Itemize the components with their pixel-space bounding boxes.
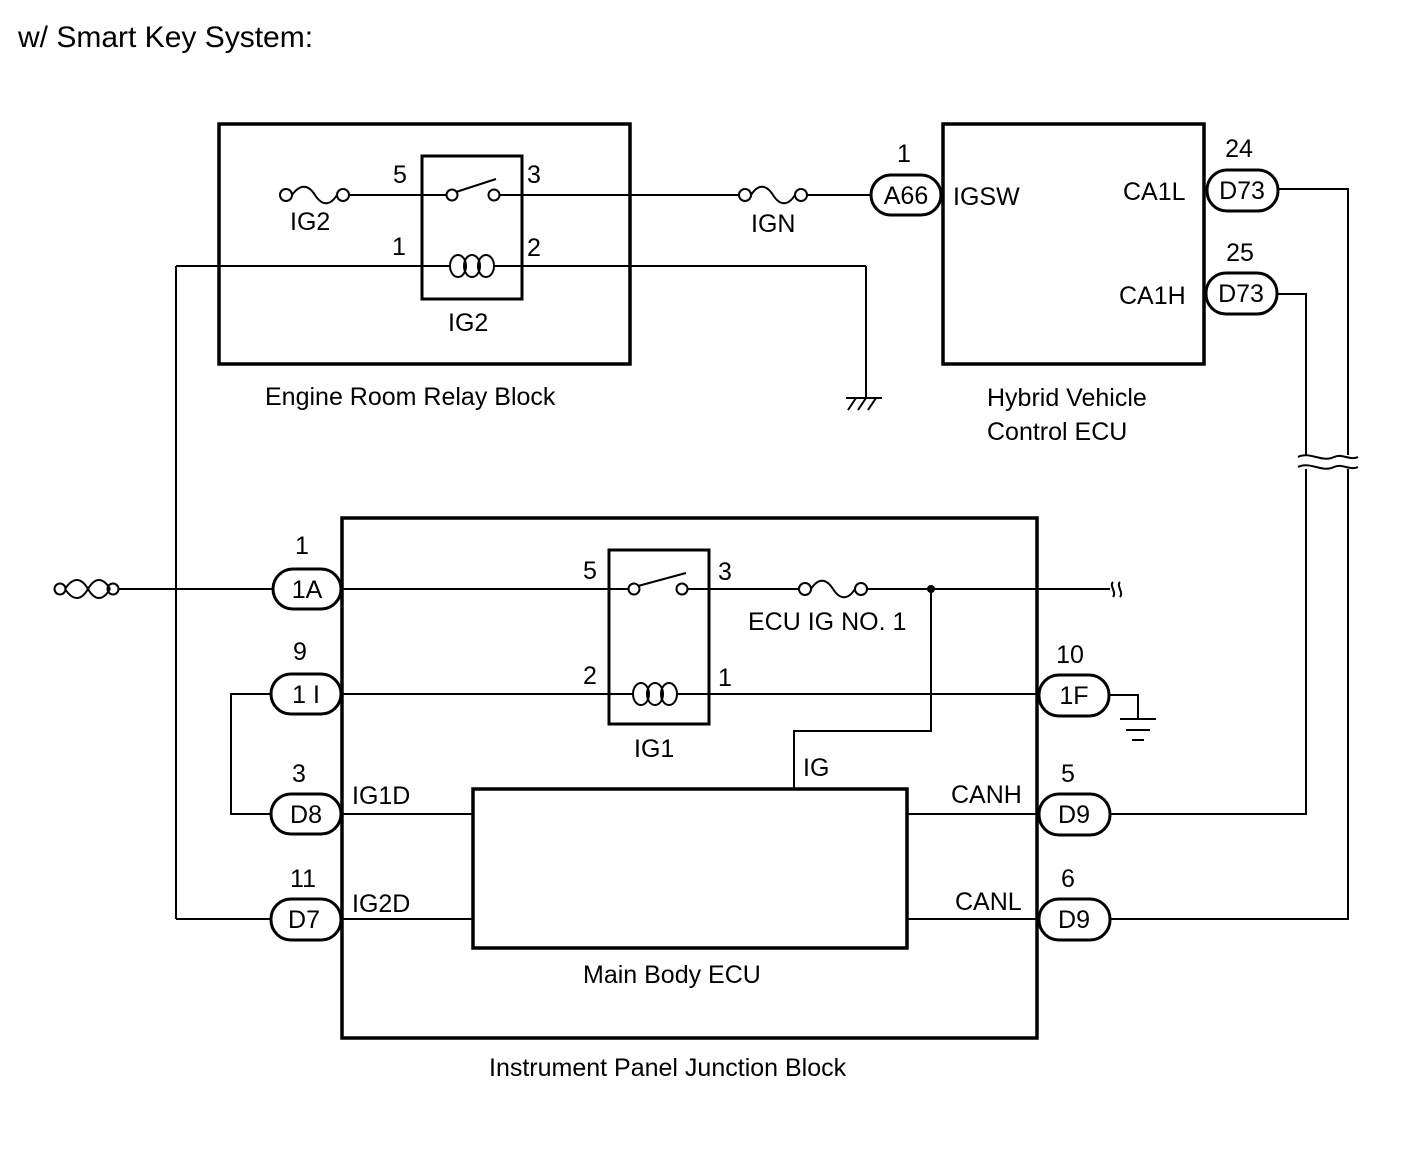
main-body-ecu [471,787,909,950]
engine-room-relay-block-label: Engine Room Relay Block [265,383,556,411]
hybrid-vehicle-control-ecu [941,122,1206,366]
diagram-title: w/ Smart Key System: [17,21,313,54]
terminal-igsw: IGSW [953,183,1020,211]
pin-label: 2 [527,234,541,262]
connector-pin: 3 [292,760,306,788]
connector-a66 [869,173,943,217]
instrument-panel-junction-block [340,516,1039,1040]
connector-id: D9 [1058,801,1090,829]
hv-ecu-label-line2: Control ECU [987,418,1127,446]
fuse-ecu-ig-no1-label: ECU IG NO. 1 [748,608,906,636]
connector-d9-6 [1037,897,1112,942]
wire [1110,469,1307,815]
connector-id: 1F [1059,682,1088,710]
fuse-ig2-label: IG2 [290,208,330,236]
connector-d9-5 [1037,792,1112,837]
terminal-ig1d: IG1D [352,782,410,810]
relay-ig1 [607,548,711,726]
supply-fuse-icon [53,579,120,599]
pin-label: 3 [527,161,541,189]
terminal-ca1h: CA1H [1119,282,1186,310]
engine-room-relay-block [217,122,632,366]
fuse-ig2-icon [279,185,350,205]
connector-id: D73 [1218,280,1264,308]
wire [1110,469,1349,920]
chassis-ground-icon [846,397,882,411]
relay-switch-icon [445,178,501,202]
ground-icon [1120,718,1156,741]
pin-label: 3 [718,558,732,586]
connector-id: D7 [288,906,320,934]
connector-pin: 11 [290,865,316,893]
connector-pin: 6 [1061,865,1075,893]
connector-id: 1 I [292,681,320,709]
connector-pin: 24 [1225,135,1253,163]
main-body-ecu-label: Main Body ECU [583,961,761,989]
connector-id: D8 [290,801,322,829]
pin-label: 2 [583,662,597,690]
connector-pin: 1 [295,532,309,560]
connector-id: A66 [884,182,928,210]
connector-pin: 10 [1056,641,1084,669]
fuse-ign-label: IGN [751,210,795,238]
connector-pin: 1 [897,140,911,168]
connector-pin: 5 [1061,760,1075,788]
fuse-ecu-ig-no1-icon [798,579,868,599]
connector-id: D9 [1058,906,1090,934]
wire [793,589,932,789]
relay-ig2-label: IG2 [448,309,488,337]
relay-coil-icon [449,254,495,278]
relay-coil-icon [632,682,678,706]
wire [230,693,271,815]
relay-ig2 [420,154,524,301]
connector-d73-24 [1205,168,1280,213]
terminal-canh: CANH [951,781,1022,809]
pin-label: 1 [718,664,732,692]
connector-id: D73 [1219,177,1265,205]
relay-switch-icon [627,572,689,596]
wire-continuation-icon [1110,581,1123,598]
pin-label: 1 [392,233,406,261]
terminal-ig2d: IG2D [352,890,410,918]
pin-label: 5 [393,161,407,189]
fuse-ign-icon [738,185,808,205]
connector-pin: 25 [1226,239,1254,267]
connector-pin: 9 [293,638,307,666]
hv-ecu-label-line1: Hybrid Vehicle [987,384,1147,412]
terminal-ig: IG [803,754,829,782]
terminal-canl: CANL [955,888,1022,916]
terminal-ca1l: CA1L [1123,178,1186,206]
wire-break-icon [1297,454,1359,470]
wire [1278,188,1349,455]
connector-id: 1A [292,576,323,604]
wire [1109,694,1139,718]
wire [1277,293,1307,455]
ip-junction-block-label: Instrument Panel Junction Block [489,1054,847,1082]
relay-ig1-label: IG1 [634,735,674,763]
pin-label: 5 [583,557,597,585]
